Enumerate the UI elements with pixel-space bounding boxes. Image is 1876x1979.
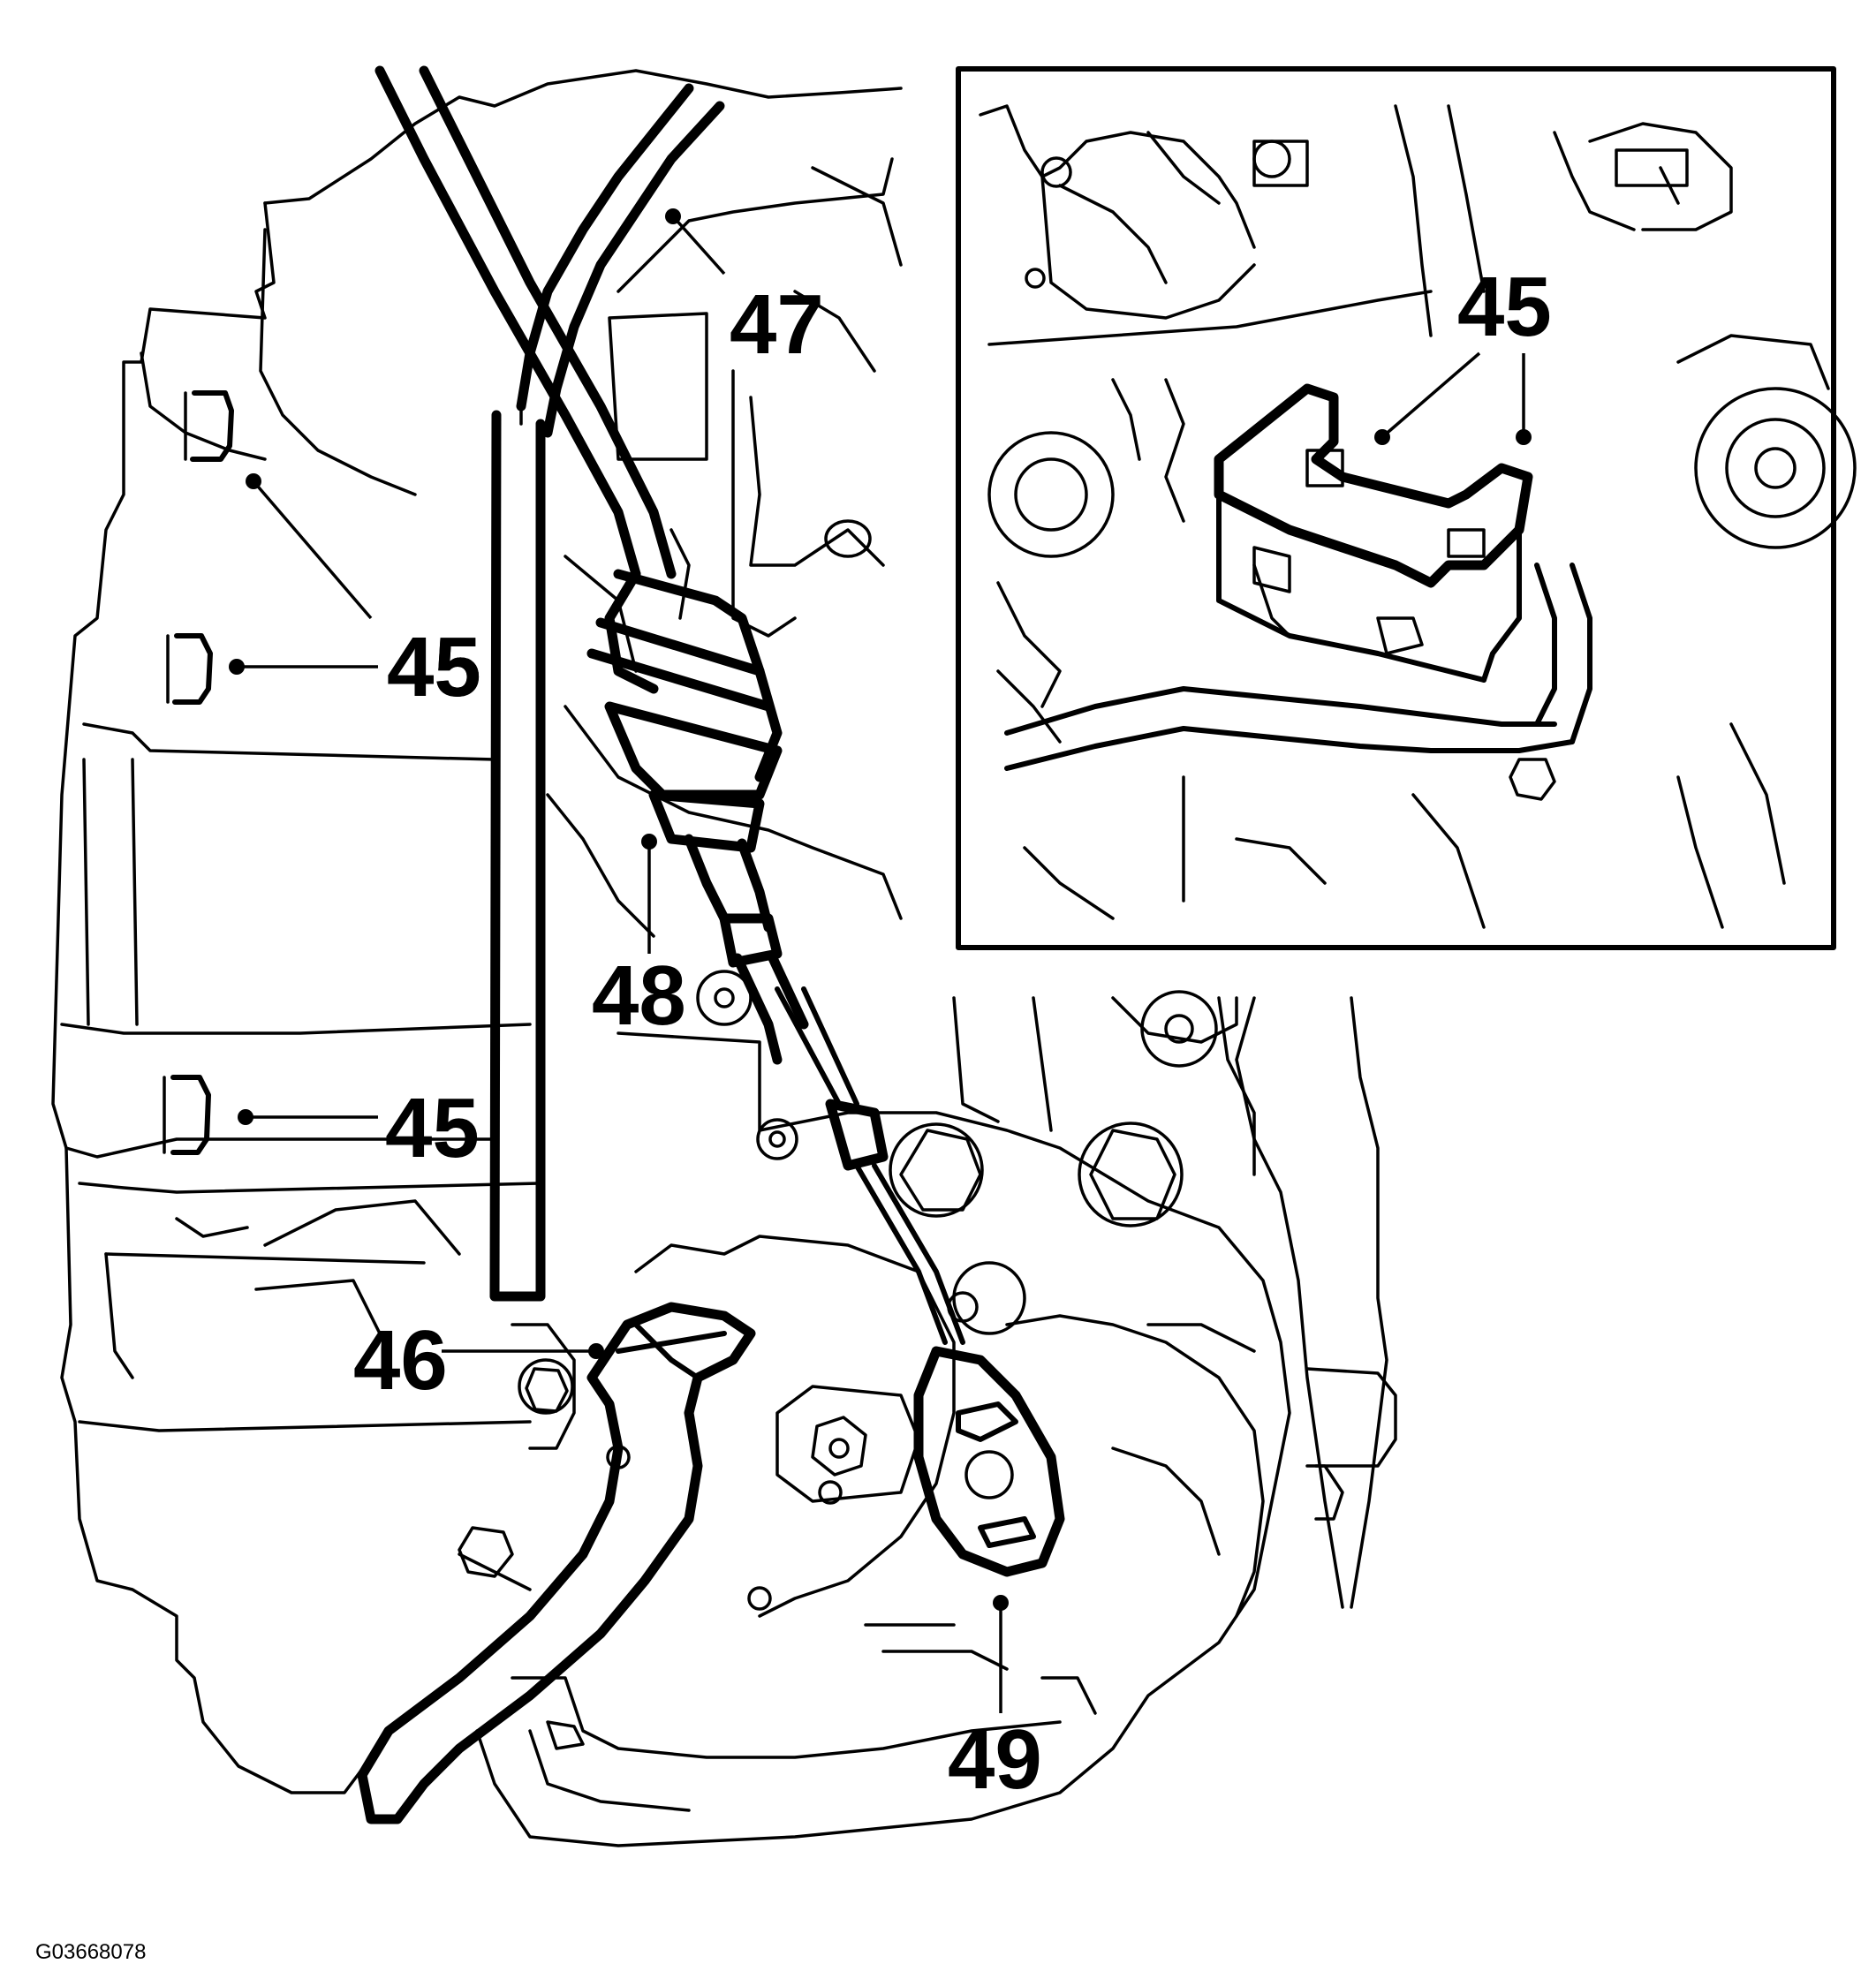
callout-46: 46	[353, 1313, 448, 1408]
inset-detail	[956, 66, 1857, 950]
figure-id: G03668078	[35, 1940, 146, 1964]
transmission-case-lower	[458, 970, 1397, 1847]
callout-45-lower: 45	[387, 620, 481, 714]
wiring-harness	[516, 83, 725, 673]
callout-49: 49	[948, 1712, 1042, 1807]
callout-48: 48	[592, 948, 686, 1043]
dipstick-handle	[357, 1302, 756, 1824]
transmission-housing	[51, 69, 903, 1794]
callout-45-inset: 45	[1457, 260, 1552, 354]
callout-47: 47	[730, 277, 824, 372]
engine-block-area	[546, 157, 903, 938]
callout-45-middle: 45	[385, 1081, 480, 1175]
callout-45-upper: 45	[387, 620, 481, 714]
callout-labels: 45 45 45 46 47 48 49 45	[353, 260, 1552, 1807]
callout-leaders	[229, 208, 1532, 1713]
